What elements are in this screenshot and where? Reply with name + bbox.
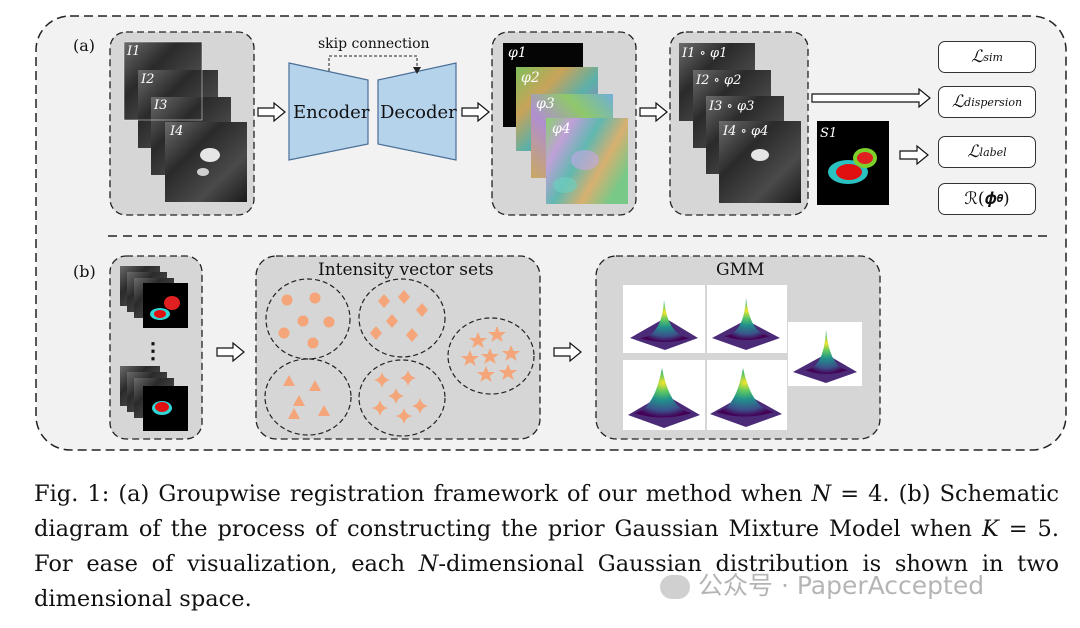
decoder-block bbox=[377, 62, 457, 161]
arrow-to-sim-dispersion bbox=[811, 87, 931, 109]
input-label-2: I2 bbox=[141, 72, 155, 87]
cluster-circles bbox=[265, 278, 351, 360]
input-label-4: I4 bbox=[170, 124, 184, 139]
ellipsis-dots: ⋮ bbox=[142, 338, 164, 364]
skip-connection-label: skip connection bbox=[318, 36, 430, 52]
watermark: 公众号 · PaperAccepted bbox=[660, 566, 984, 602]
warped-image-stack bbox=[679, 43, 801, 203]
warped-label-3: I3 ∘ φ3 bbox=[709, 99, 755, 114]
phi-label-4: φ4 bbox=[552, 121, 571, 137]
diamond-markers bbox=[370, 290, 428, 342]
segmentation-label: S1 bbox=[820, 126, 838, 141]
intensity-vector-sets-group bbox=[255, 255, 541, 440]
diagram-canvas bbox=[35, 15, 1067, 451]
encoder-label: Encoder bbox=[293, 102, 370, 123]
labeled-image-stack-bottom bbox=[120, 366, 188, 431]
intensity-vector-sets-title: Intensity vector sets bbox=[318, 260, 494, 280]
warped-label-2: I2 ∘ φ2 bbox=[696, 73, 742, 88]
encoder-block bbox=[288, 62, 369, 161]
gmm-title: GMM bbox=[716, 260, 765, 280]
sparkle-markers bbox=[372, 370, 428, 424]
gmm-surface-3 bbox=[788, 322, 862, 386]
cluster-diamonds bbox=[358, 278, 446, 358]
arrow-decoder-to-flows bbox=[461, 101, 490, 123]
warped-label-4: I4 ∘ φ4 bbox=[723, 124, 769, 139]
segmentation-image bbox=[817, 121, 889, 205]
wechat-logo-icon bbox=[660, 575, 690, 599]
circle-markers bbox=[278, 292, 335, 349]
input-image-stack bbox=[123, 41, 247, 202]
triangle-markers bbox=[283, 375, 330, 419]
star-markers bbox=[461, 326, 520, 382]
skip-connection-arrow bbox=[328, 55, 418, 71]
phi-label-2: φ2 bbox=[521, 70, 540, 86]
figure-caption: Fig. 1: (a) Groupwise registration frame… bbox=[34, 481, 1060, 612]
decoder-label: Decoder bbox=[380, 102, 457, 123]
cluster-triangles bbox=[264, 358, 352, 436]
cluster-sparkles bbox=[358, 359, 446, 437]
arrow-labels-to-sets bbox=[216, 341, 245, 363]
deformation-field-stack bbox=[503, 43, 628, 204]
warped-label-1: I1 ∘ φ1 bbox=[682, 46, 728, 61]
gmm-surface-1 bbox=[623, 285, 705, 353]
skip-arrowhead bbox=[413, 67, 421, 74]
gmm-surface-2 bbox=[707, 285, 787, 353]
arrow-sets-to-gmm bbox=[553, 341, 582, 363]
gmm-surface-5 bbox=[707, 360, 787, 430]
phi-label-3: φ3 bbox=[536, 96, 555, 112]
phi-label-1: φ1 bbox=[508, 45, 527, 61]
arrow-seg-to-label-loss bbox=[899, 144, 929, 166]
input-label-1: I1 bbox=[127, 44, 141, 59]
panel-b-label: (b) bbox=[73, 262, 96, 281]
labeled-image-stack-top bbox=[120, 266, 188, 328]
gmm-surface-4 bbox=[623, 360, 705, 430]
arrow-input-to-encoder bbox=[257, 101, 286, 123]
input-label-3: I3 bbox=[154, 98, 168, 113]
arrow-flows-to-warped bbox=[639, 101, 668, 123]
cluster-stars bbox=[447, 317, 535, 395]
panel-a-label: (a) bbox=[73, 36, 96, 55]
